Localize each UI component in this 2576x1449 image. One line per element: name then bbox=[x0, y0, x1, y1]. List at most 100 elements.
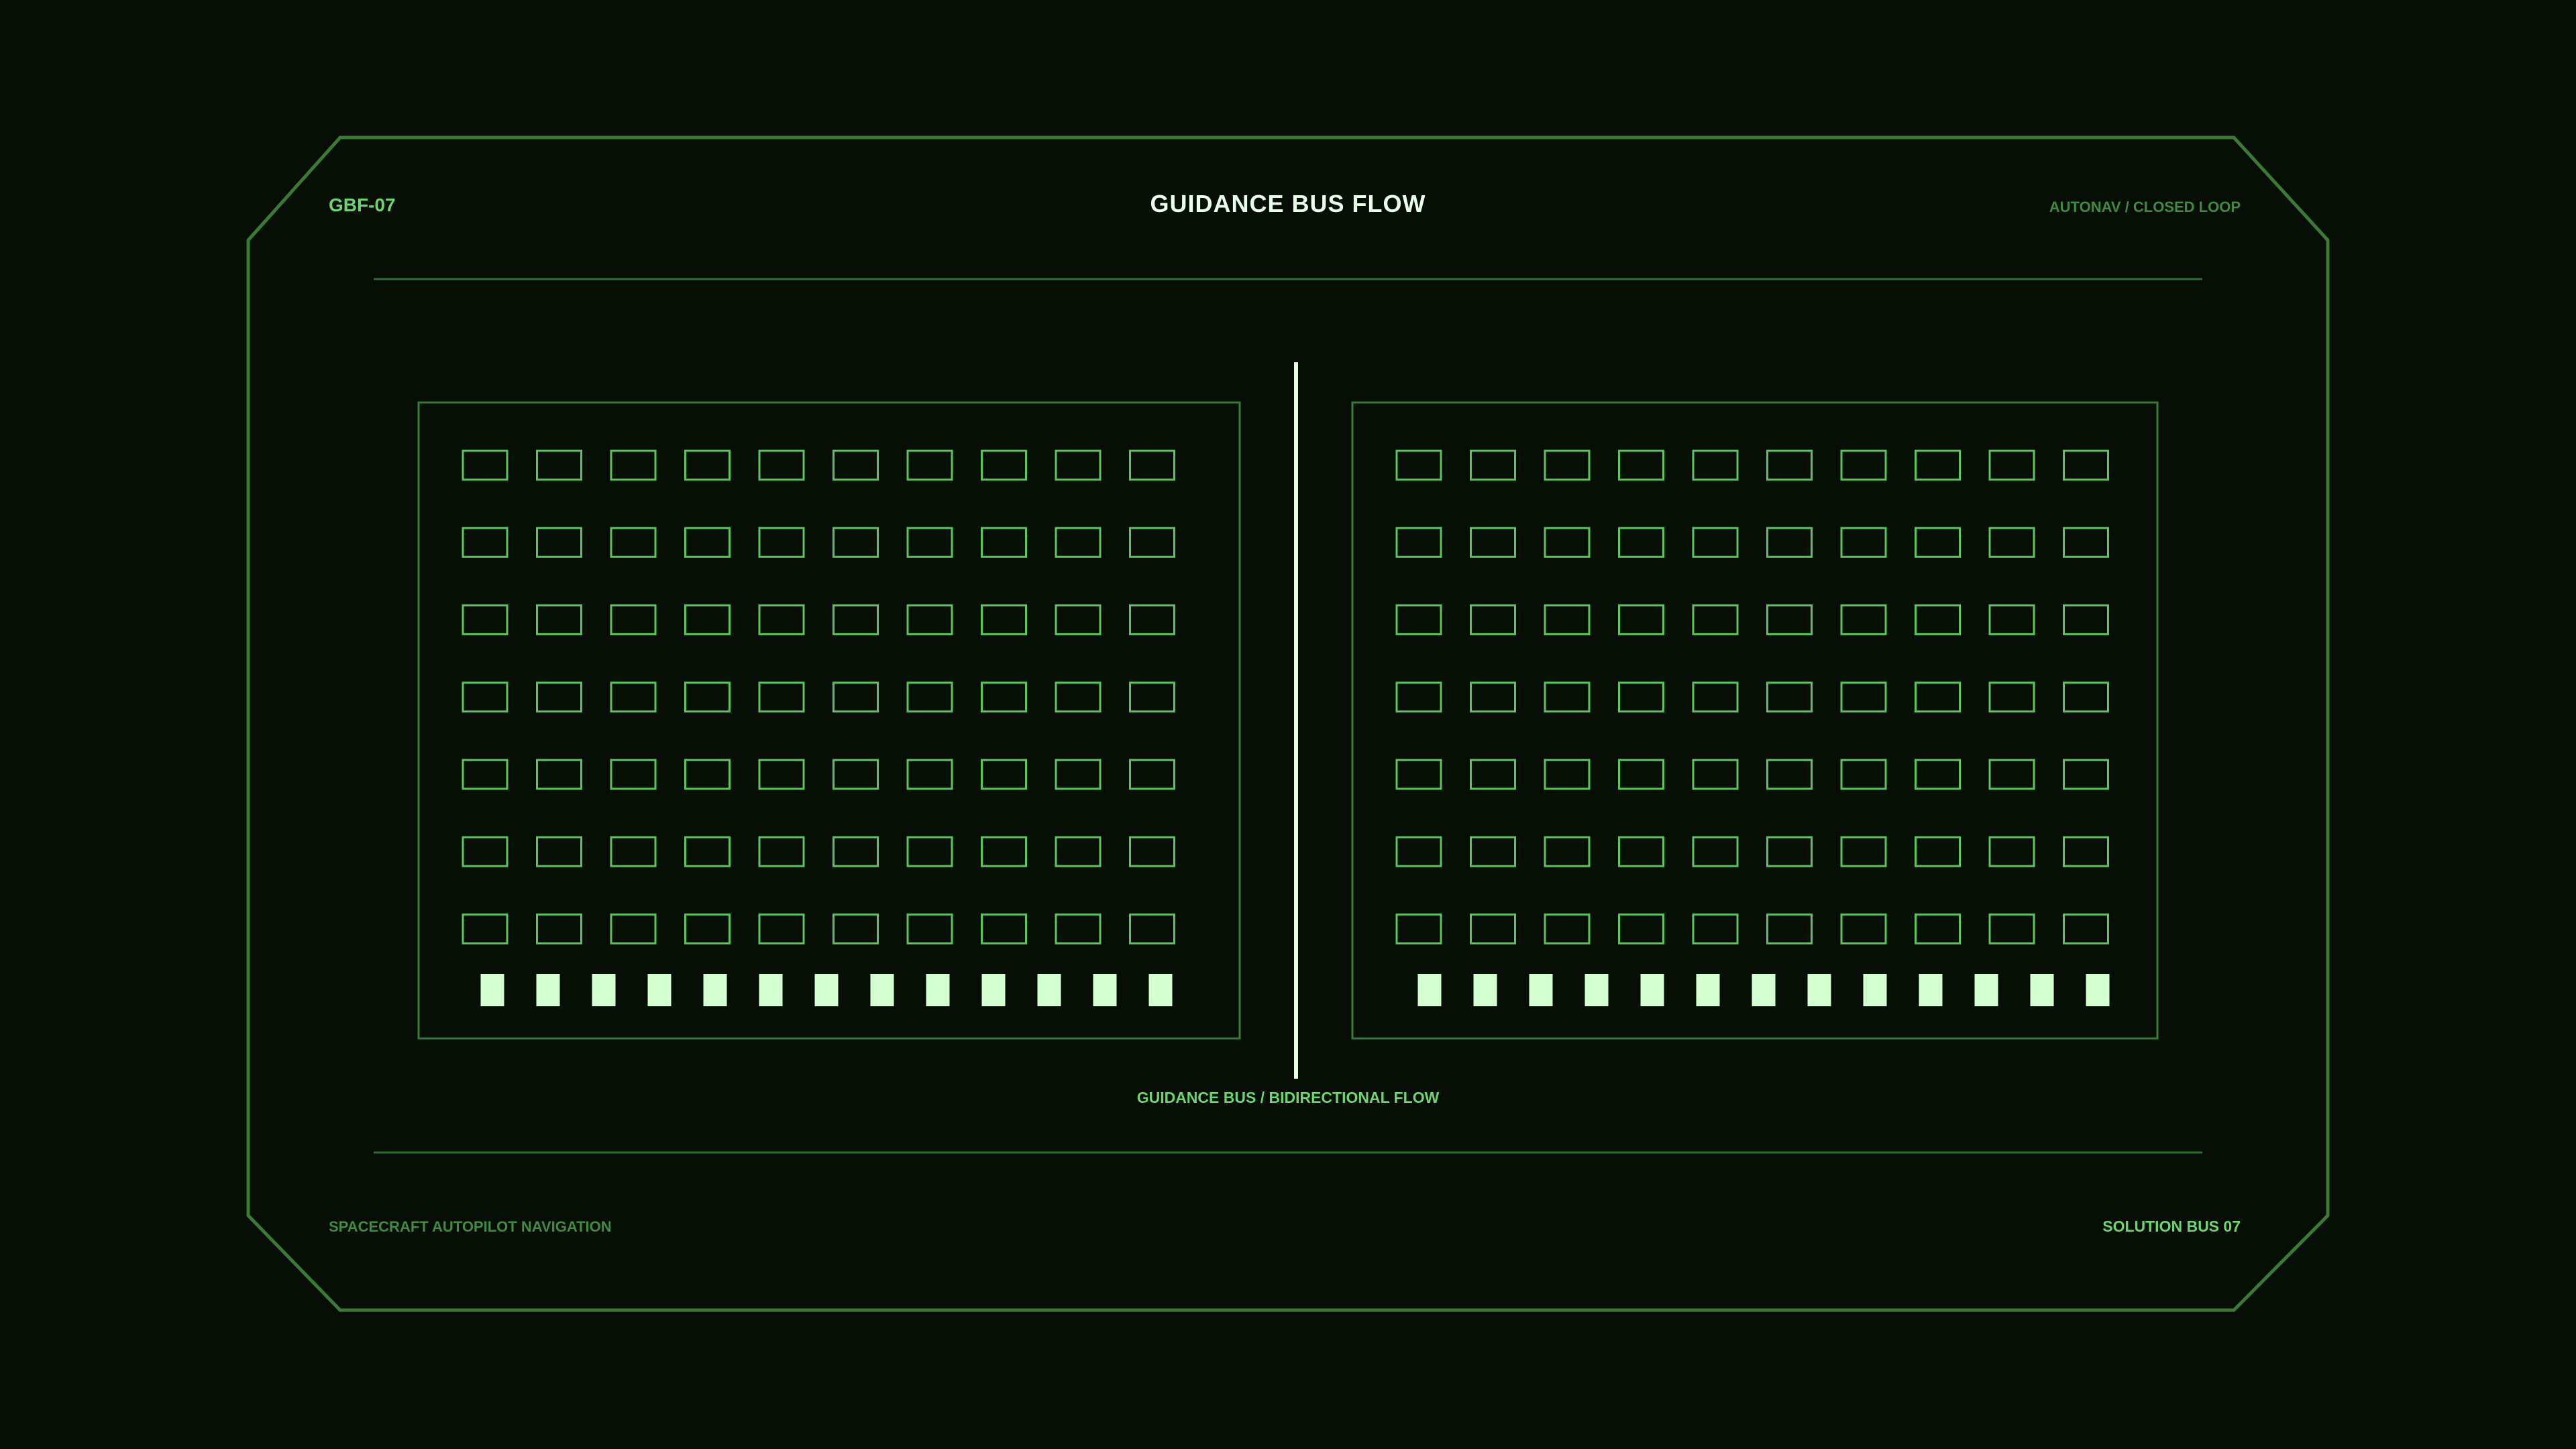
module-cell bbox=[981, 913, 1027, 945]
module-cell bbox=[1470, 836, 1516, 867]
left-module-panel bbox=[417, 401, 1241, 1040]
bus-indicator bbox=[2030, 974, 2054, 1006]
bus-id-label: SOLUTION BUS 07 bbox=[2102, 1218, 2241, 1235]
module-cell bbox=[1766, 527, 1813, 558]
module-cell bbox=[610, 913, 657, 945]
module-cell bbox=[1840, 527, 1887, 558]
module-cell bbox=[2063, 682, 2109, 713]
module-cell bbox=[1395, 913, 1442, 945]
module-cell bbox=[1129, 604, 1175, 635]
module-cell bbox=[610, 759, 657, 790]
module-cell bbox=[758, 913, 805, 945]
module-cell bbox=[833, 449, 879, 481]
module-cell bbox=[1395, 682, 1442, 713]
module-cell bbox=[1470, 913, 1516, 945]
module-cell bbox=[1988, 836, 2035, 867]
module-cell bbox=[833, 913, 879, 945]
module-cell bbox=[1618, 449, 1664, 481]
module-cell bbox=[1692, 682, 1739, 713]
module-cell bbox=[1766, 913, 1813, 945]
system-name-label: SPACECRAFT AUTOPILOT NAVIGATION bbox=[329, 1218, 612, 1235]
module-code-label: GBF-07 bbox=[329, 195, 396, 215]
bus-indicator bbox=[1473, 974, 1497, 1006]
module-cell bbox=[833, 759, 879, 790]
bus-indicator bbox=[1037, 974, 1061, 1006]
bus-indicator bbox=[647, 974, 672, 1006]
module-cell bbox=[758, 682, 805, 713]
module-cell bbox=[684, 913, 731, 945]
module-cell bbox=[462, 913, 508, 945]
module-cell bbox=[833, 527, 879, 558]
bus-indicator bbox=[703, 974, 727, 1006]
left-panel-border bbox=[417, 401, 1241, 1040]
module-cell bbox=[536, 913, 582, 945]
module-cell bbox=[536, 682, 582, 713]
module-cell bbox=[2063, 836, 2109, 867]
module-cell bbox=[462, 759, 508, 790]
bus-indicator bbox=[1585, 974, 1609, 1006]
module-cell bbox=[1915, 913, 1961, 945]
module-cell bbox=[1055, 682, 1102, 713]
module-cell bbox=[462, 527, 508, 558]
right-module-panel bbox=[1351, 401, 2159, 1040]
module-cell bbox=[758, 836, 805, 867]
module-cell bbox=[1988, 759, 2035, 790]
module-cell bbox=[1129, 836, 1175, 867]
module-cell bbox=[2063, 449, 2109, 481]
module-cell bbox=[1544, 682, 1591, 713]
bus-indicator bbox=[1974, 974, 1998, 1006]
bus-indicator bbox=[1640, 974, 1664, 1006]
module-cell bbox=[536, 836, 582, 867]
module-cell bbox=[1988, 913, 2035, 945]
bus-indicator bbox=[1529, 974, 1553, 1006]
module-cell bbox=[906, 682, 953, 713]
module-cell bbox=[536, 604, 582, 635]
module-cell bbox=[2063, 527, 2109, 558]
module-cell bbox=[1766, 759, 1813, 790]
module-cell bbox=[1840, 759, 1887, 790]
module-cell bbox=[758, 604, 805, 635]
page-title: GUIDANCE BUS FLOW bbox=[1150, 190, 1426, 217]
module-cell bbox=[1129, 682, 1175, 713]
bus-indicator bbox=[926, 974, 950, 1006]
module-cell bbox=[1470, 604, 1516, 635]
module-cell bbox=[758, 527, 805, 558]
module-cell bbox=[1129, 759, 1175, 790]
module-cell bbox=[981, 682, 1027, 713]
module-cell bbox=[610, 682, 657, 713]
module-cell bbox=[906, 604, 953, 635]
module-cell bbox=[610, 836, 657, 867]
module-cell bbox=[536, 759, 582, 790]
module-cell bbox=[1470, 682, 1516, 713]
module-cell bbox=[1395, 604, 1442, 635]
module-cell bbox=[462, 449, 508, 481]
right-panel-border bbox=[1351, 401, 2159, 1040]
module-cell bbox=[1766, 604, 1813, 635]
module-cell bbox=[1915, 604, 1961, 635]
module-cell bbox=[1544, 913, 1591, 945]
module-cell bbox=[1840, 449, 1887, 481]
bus-indicator bbox=[759, 974, 783, 1006]
module-cell bbox=[1395, 836, 1442, 867]
module-cell bbox=[758, 449, 805, 481]
module-cell bbox=[1544, 449, 1591, 481]
bus-indicator bbox=[2086, 974, 2110, 1006]
module-cell bbox=[1055, 913, 1102, 945]
module-cell bbox=[1840, 682, 1887, 713]
module-cell bbox=[1692, 913, 1739, 945]
module-cell bbox=[1470, 449, 1516, 481]
bus-indicator bbox=[1148, 974, 1173, 1006]
module-cell bbox=[1988, 449, 2035, 481]
module-cell bbox=[2063, 759, 2109, 790]
module-cell bbox=[906, 836, 953, 867]
module-cell bbox=[1915, 682, 1961, 713]
module-cell bbox=[536, 449, 582, 481]
bus-indicator bbox=[814, 974, 839, 1006]
module-cell bbox=[1766, 836, 1813, 867]
module-cell bbox=[2063, 604, 2109, 635]
module-cell bbox=[906, 449, 953, 481]
module-cell bbox=[462, 836, 508, 867]
module-cell bbox=[536, 527, 582, 558]
module-cell bbox=[1618, 604, 1664, 635]
